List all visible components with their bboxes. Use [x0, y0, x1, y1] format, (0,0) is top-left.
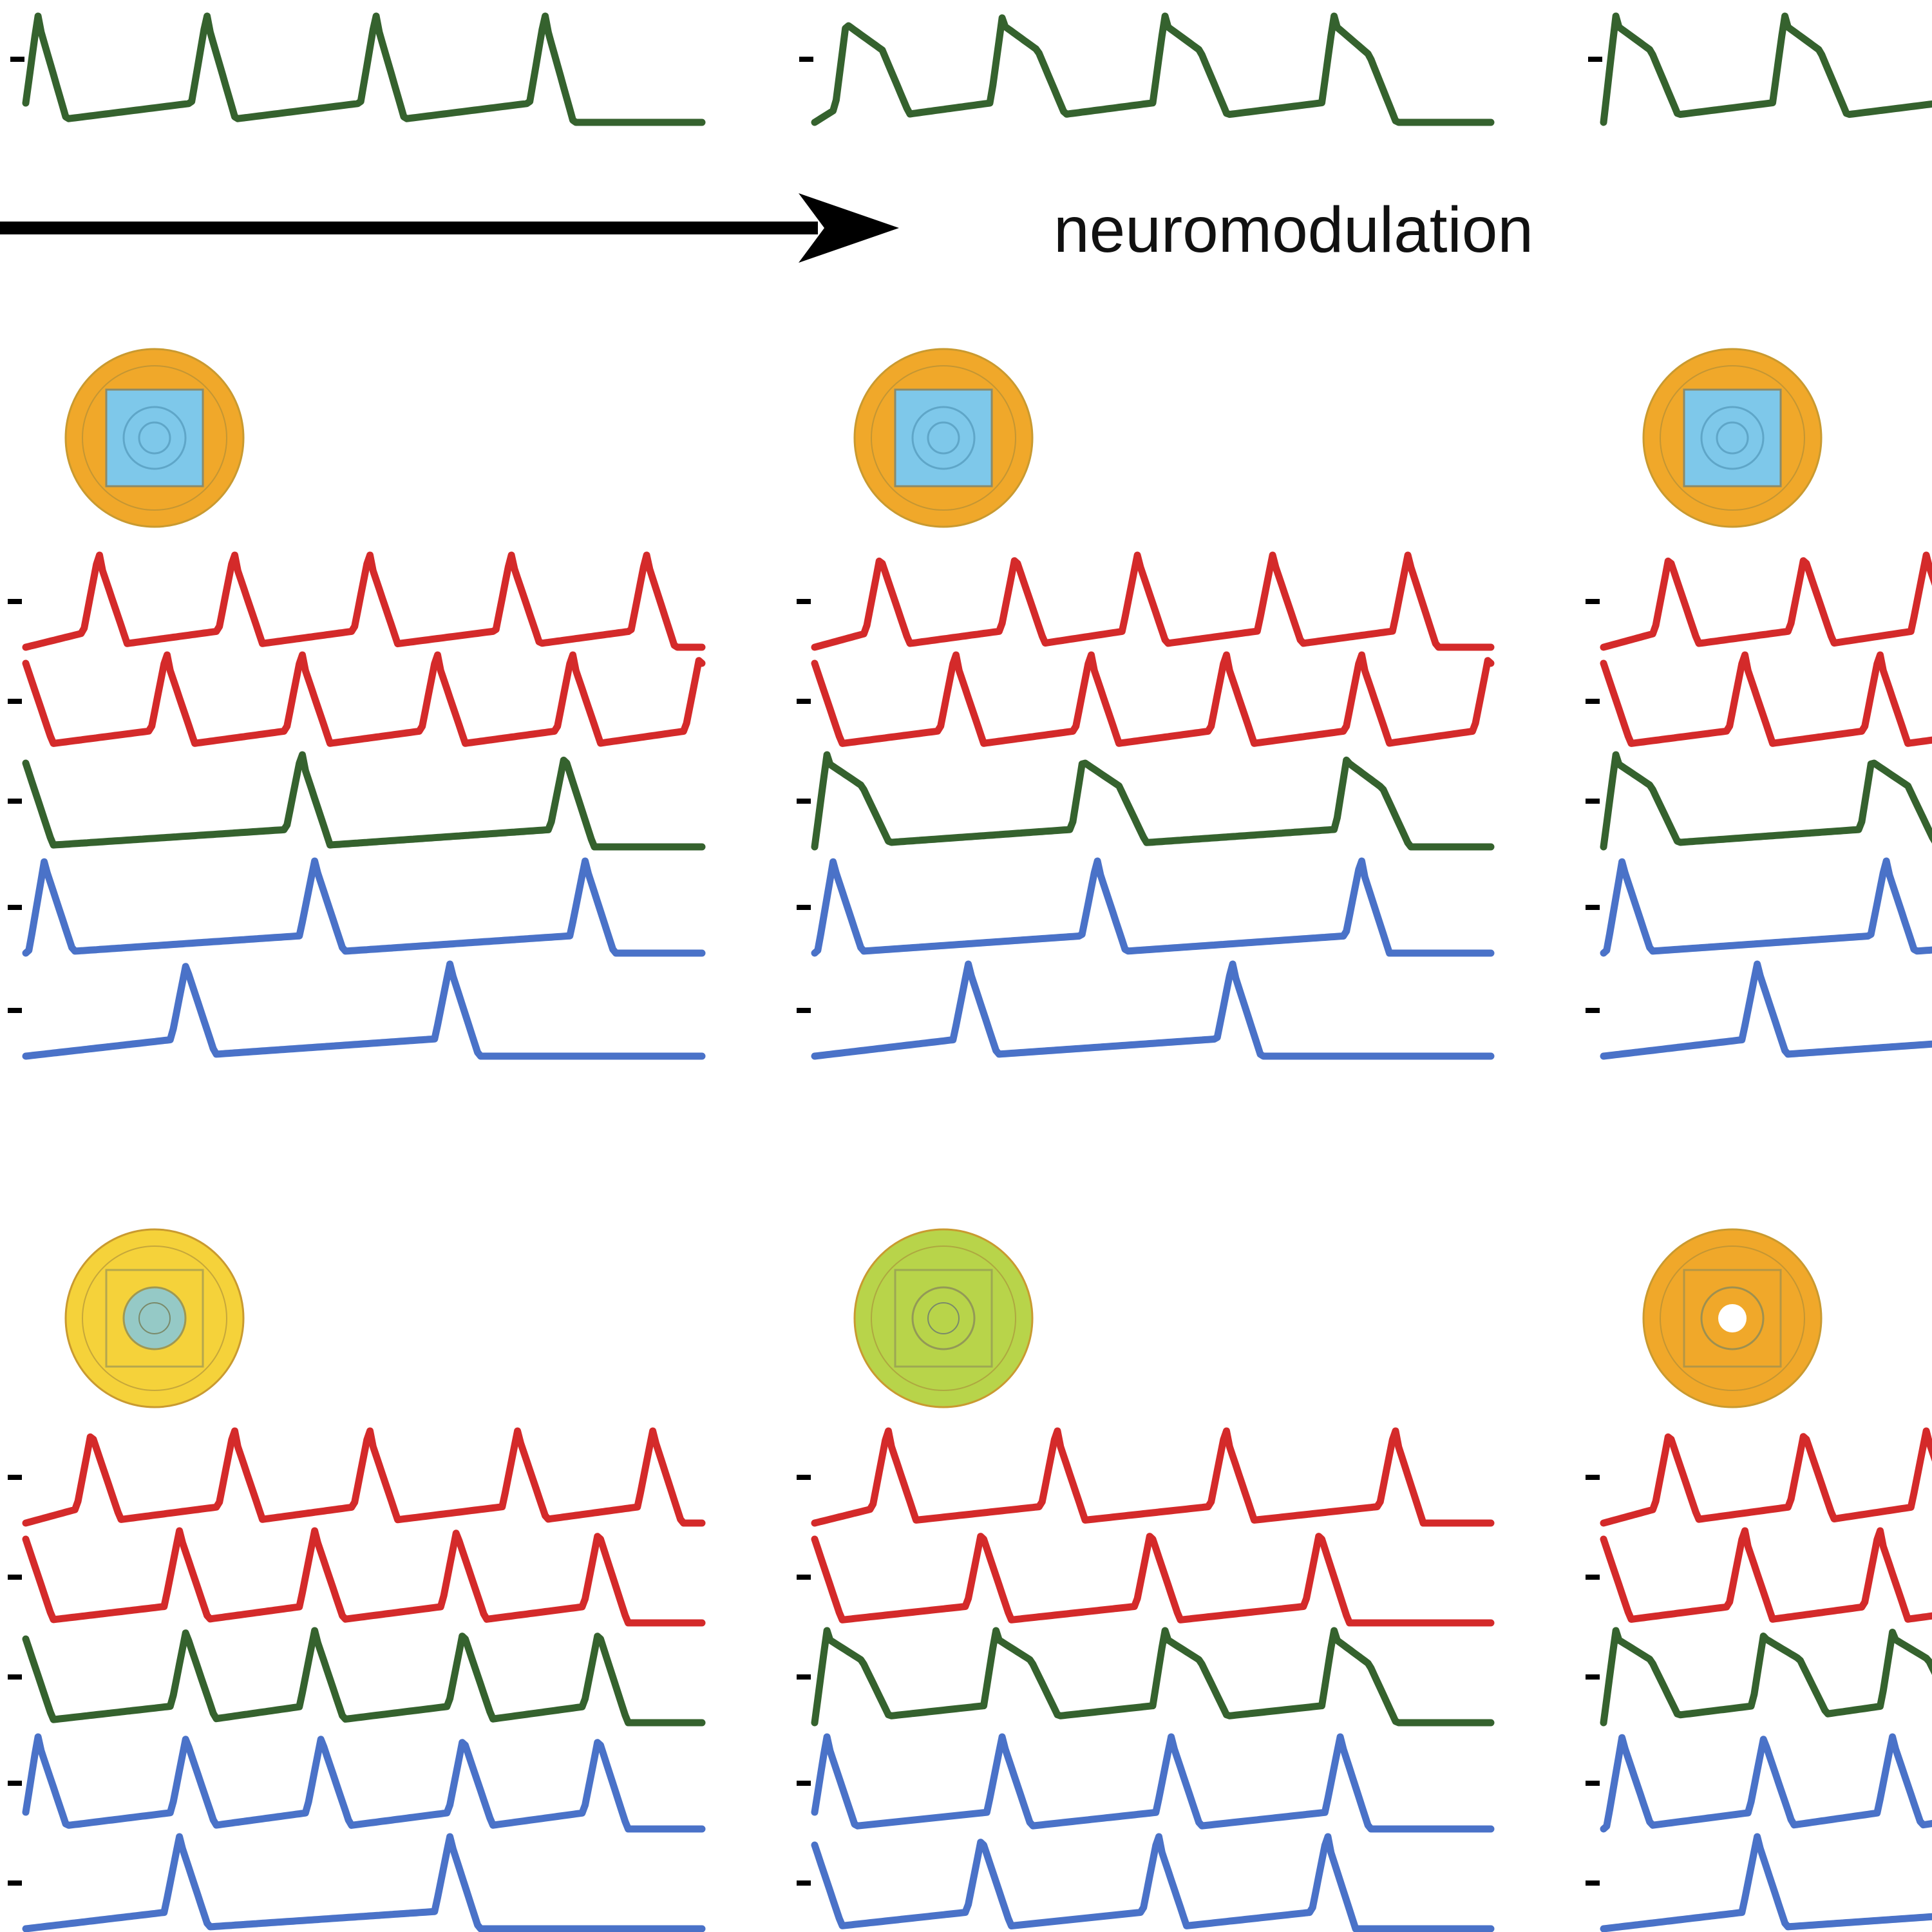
trace-blue [1600, 1833, 1932, 1932]
inner-ring [927, 421, 960, 455]
trace-green [1600, 751, 1932, 851]
scale-tick [797, 1781, 811, 1786]
trace-red [811, 1533, 1495, 1627]
trace-red [1600, 1427, 1932, 1527]
scale-tick [1586, 1781, 1600, 1786]
inner-ring [911, 406, 976, 470]
scale-tick [797, 1674, 811, 1680]
trace-red [22, 551, 706, 651]
scale-tick [8, 1575, 22, 1580]
trace-red [22, 1527, 706, 1627]
trace-red [811, 551, 1495, 651]
top-trace-green [1600, 12, 1932, 126]
scale-tick [1586, 599, 1600, 604]
inner-ring [911, 1286, 976, 1350]
trace-blue [811, 1833, 1495, 1932]
trace-green [811, 1627, 1495, 1727]
trace-red [22, 1427, 706, 1527]
scale-tick [797, 1880, 811, 1886]
inner-ring [1700, 406, 1765, 470]
ring-outline [871, 365, 1016, 511]
scale-tick [797, 599, 811, 604]
scale-tick [797, 905, 811, 910]
square-core-icon [894, 388, 993, 488]
trace-red [1600, 651, 1932, 747]
trace-red [1600, 551, 1932, 651]
inner-ring [1700, 1286, 1765, 1350]
trace-blue [1600, 960, 1932, 1060]
trace-blue [811, 1733, 1495, 1833]
scale-tick [797, 1008, 811, 1013]
trace-red [811, 651, 1495, 747]
scale-tick [8, 905, 22, 910]
neuron-circle-icon [853, 1228, 1034, 1408]
neuromodulation-arrow [0, 193, 899, 263]
scale-tick [1586, 905, 1600, 910]
trace-red [22, 651, 706, 747]
top-trace-green [22, 12, 706, 126]
ring-outline [1660, 1245, 1805, 1391]
scale-tick [8, 1475, 22, 1480]
scale-tick [1586, 699, 1600, 704]
scale-tick [8, 799, 22, 804]
trace-red [811, 1427, 1495, 1527]
scale-tick [1586, 1008, 1600, 1013]
trace-blue [22, 857, 706, 957]
scale-tick [797, 1475, 811, 1480]
square-outline [105, 1269, 204, 1368]
trace-blue [22, 960, 706, 1060]
inner-ring [122, 1286, 187, 1350]
trace-green [22, 1627, 706, 1727]
scale-tick [8, 1674, 22, 1680]
square-core-icon [1683, 388, 1782, 488]
trace-blue [1600, 857, 1932, 957]
trace-green [811, 751, 1495, 851]
trace-blue [811, 960, 1495, 1060]
scale-tick [797, 1575, 811, 1580]
ring-outline [82, 1245, 227, 1391]
neuromodulation-label: neuromodulation [1054, 194, 1533, 266]
trace-blue [22, 1733, 706, 1833]
inner-ring [138, 1302, 171, 1334]
ring-outline [1660, 365, 1805, 511]
trace-red [1600, 1527, 1932, 1623]
trace-blue [1600, 1733, 1932, 1833]
scale-tick [797, 799, 811, 804]
scale-tick [8, 1008, 22, 1013]
scale-tick [8, 699, 22, 704]
scale-tick [8, 599, 22, 604]
scale-tick [797, 699, 811, 704]
trace-green [22, 751, 706, 851]
square-outline [894, 1269, 993, 1368]
scale-tick [8, 1781, 22, 1786]
top-trace-green [811, 12, 1495, 126]
trace-green [1600, 1627, 1932, 1727]
scale-tick [1586, 799, 1600, 804]
scale-tick [1586, 1575, 1600, 1580]
scale-tick [1586, 1880, 1600, 1886]
white-core-icon [1718, 1304, 1747, 1332]
trace-blue [811, 857, 1495, 957]
inner-ring [138, 421, 171, 455]
ring-outline [871, 1245, 1016, 1391]
trace-blue [22, 1833, 706, 1932]
square-outline [1683, 1269, 1782, 1368]
inner-ring [122, 406, 187, 470]
inner-ring [1716, 421, 1749, 455]
scale-tick [799, 57, 813, 62]
inner-ring [927, 1302, 960, 1334]
scale-tick [1586, 1475, 1600, 1480]
scale-tick [8, 1880, 22, 1886]
scale-tick [1586, 1674, 1600, 1680]
ring-outline [82, 365, 227, 511]
square-core-icon [105, 388, 204, 488]
scale-tick [10, 57, 24, 62]
scale-tick [1588, 57, 1602, 62]
